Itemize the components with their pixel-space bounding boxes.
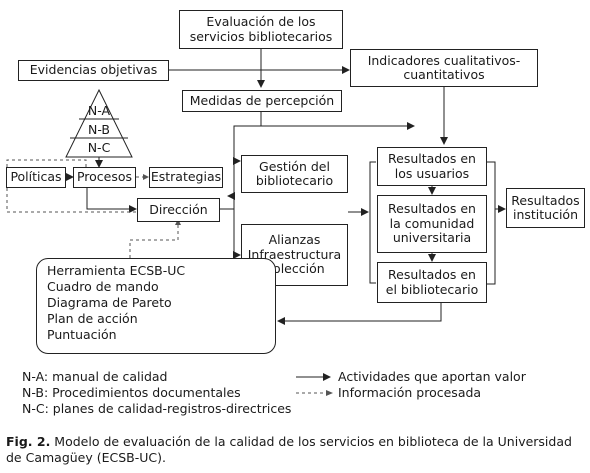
pyramid-level-nc: N-C — [87, 140, 111, 155]
legend-abbrev-na: N-A: manual de calidad — [22, 369, 168, 384]
box-medidas: Medidas de percepción — [182, 90, 342, 112]
box-resultados-institucion: Resultados institución — [506, 188, 585, 228]
arrow-feedback-herramientas — [277, 303, 442, 325]
dashed-tools-direccion — [129, 224, 179, 258]
results-bracket — [369, 161, 376, 284]
dashed-feedback-loop — [6, 159, 136, 213]
pyramid-level-nb: N-B — [88, 122, 110, 137]
arrow-direccion-alianzas — [233, 209, 241, 259]
institution-bracket — [487, 161, 496, 285]
box-resultados-bibliotecario: Resultados en el bibliotecario — [377, 262, 487, 303]
pyramid-level-na: N-A — [87, 103, 111, 118]
legend-solid-label: Actividades que aportan valor — [338, 369, 526, 384]
tool-item: Cuadro de mando — [47, 279, 159, 294]
box-procesos: Procesos — [73, 167, 136, 188]
caption-text: Modelo de evaluación de la calidad de lo… — [6, 434, 572, 465]
figure-caption: Fig. 2. Modelo de evaluación de la calid… — [6, 434, 586, 466]
legend-abbrev-nc: N-C: planes de calidad-registros-directr… — [22, 401, 292, 416]
box-gestion: Gestión del bibliotecario — [241, 155, 348, 193]
box-direccion: Dirección — [137, 198, 220, 222]
arrow-direccion-gestion — [220, 157, 241, 210]
tool-item: Plan de acción — [47, 311, 138, 326]
tool-item: Diagrama de Pareto — [47, 295, 172, 310]
legend-dashed-label: Información procesada — [338, 385, 482, 400]
box-indicadores: Indicadores cualitativos-cuantitativos — [350, 49, 538, 87]
arrow-procesos-direccion — [86, 188, 137, 213]
legend-abbrev-nb: N-B: Procedimientos documentales — [22, 385, 241, 400]
tools-box: Herramienta ECSB-UC Cuadro de mando Diag… — [36, 258, 276, 354]
box-evaluacion: Evaluación de los servicios bibliotecari… — [179, 10, 343, 49]
box-estrategias: Estrategias — [149, 167, 223, 188]
box-evidencias: Evidencias objetivas — [18, 60, 169, 81]
caption-label: Fig. 2. — [6, 434, 51, 449]
box-politicas: Políticas — [6, 167, 66, 188]
tool-item: Herramienta ECSB-UC — [47, 263, 186, 278]
box-resultados-usuarios: Resultados en los usuarios — [377, 147, 487, 186]
tool-item: Puntuación — [47, 327, 117, 342]
box-resultados-comunidad: Resultados en la comunidad universitaria — [377, 195, 487, 253]
